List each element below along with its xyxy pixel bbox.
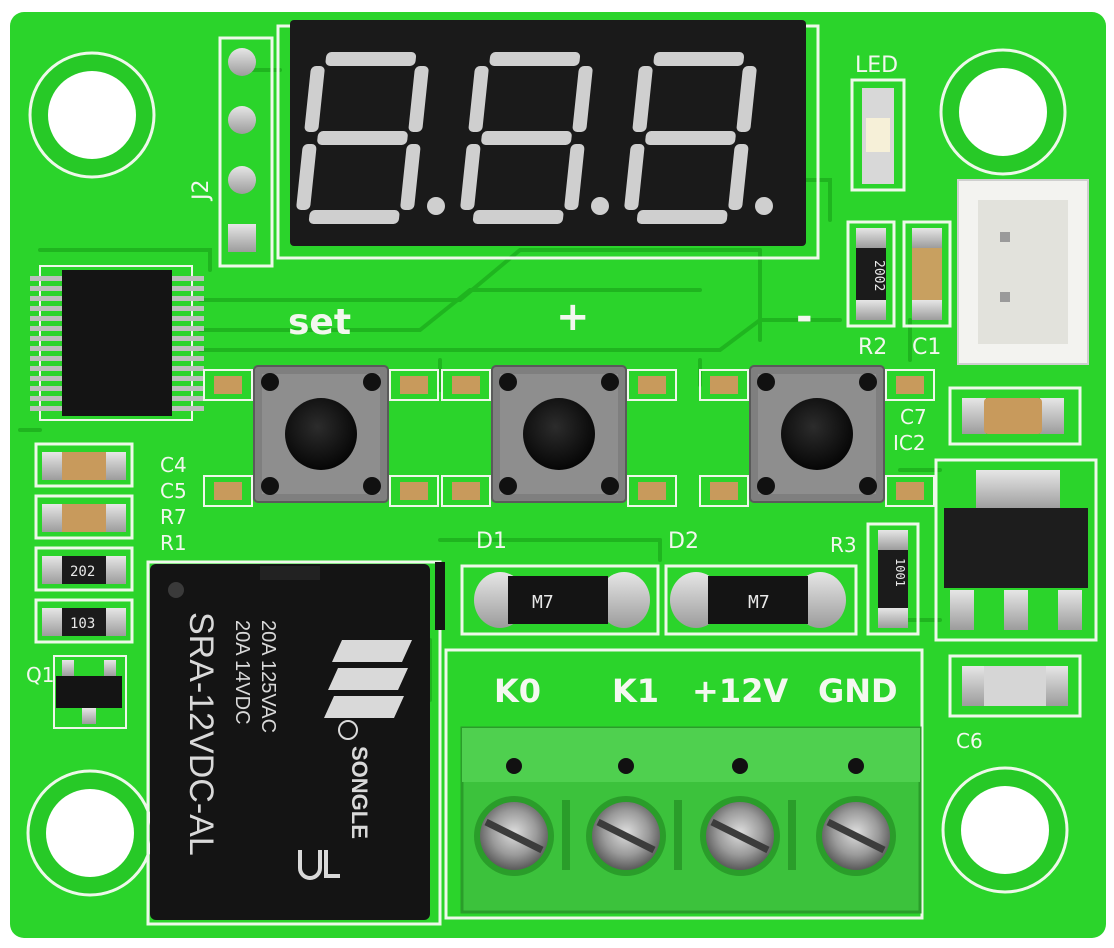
display-decimal-point xyxy=(591,197,609,215)
display-segment xyxy=(572,66,593,132)
terminal-12v[interactable] xyxy=(700,758,796,876)
diode-d2: M7 xyxy=(664,564,858,636)
display-segment xyxy=(468,66,489,132)
button-cap[interactable] xyxy=(523,398,595,470)
mounting-hole-top-left xyxy=(28,51,156,179)
led-label: LED xyxy=(855,53,898,78)
voltage-regulator xyxy=(934,458,1098,642)
relay-rating-ac: 20A 125VAC xyxy=(257,620,279,733)
capacitor-c1: C1 xyxy=(902,220,952,360)
display-segment xyxy=(636,210,728,224)
display-segment xyxy=(632,66,653,132)
mounting-hole-bottom-right xyxy=(941,766,1069,894)
display-segment xyxy=(564,144,585,210)
status-led: LED xyxy=(850,53,906,192)
diode-d1: M7 xyxy=(460,564,660,636)
svg-text:IC2: IC2 xyxy=(893,431,926,455)
transistor-q1: Q1 xyxy=(26,655,127,729)
display-segment xyxy=(400,144,421,210)
ul-mark-icon xyxy=(298,850,340,880)
svg-text:R2: R2 xyxy=(858,335,887,360)
mounting-hole-bottom-left xyxy=(26,769,154,897)
display-digits xyxy=(296,52,773,224)
resistor-r3: R3 1001 xyxy=(830,522,920,636)
display-segment xyxy=(296,144,317,210)
svg-text:M7: M7 xyxy=(532,592,554,613)
display-segment xyxy=(325,52,417,66)
mounting-hole-top-right xyxy=(939,48,1067,176)
display-segment xyxy=(481,131,572,145)
display-segment xyxy=(489,52,581,66)
svg-text:C7: C7 xyxy=(900,405,927,429)
songle-logo xyxy=(324,640,412,718)
svg-text:Q1: Q1 xyxy=(26,663,54,687)
svg-text:M7: M7 xyxy=(748,592,770,613)
svg-text:C6: C6 xyxy=(956,729,983,753)
ic-chip xyxy=(30,265,204,421)
svg-text:R3: R3 xyxy=(830,533,857,557)
left-passives: 202 103 C4 C5 R7 R1 xyxy=(34,442,187,644)
terminal-k0[interactable] xyxy=(474,758,570,876)
display-segment xyxy=(653,52,745,66)
svg-text:R1: R1 xyxy=(160,531,187,555)
sensor-connector xyxy=(957,179,1089,365)
resistor-r2: 2002 R2 xyxy=(846,220,896,360)
terminal-label-gnd: GND xyxy=(818,672,898,710)
terminal-label-12v: +12V xyxy=(692,672,788,710)
terminal-labels: K0 K1 +12V GND xyxy=(494,672,898,710)
svg-text:1001: 1001 xyxy=(893,558,907,587)
button-cap[interactable] xyxy=(781,398,853,470)
plus-button-label: + xyxy=(556,294,590,340)
terminal-block xyxy=(444,648,924,920)
display-segment xyxy=(308,210,400,224)
display-segment xyxy=(472,210,564,224)
relay-brand: SONGLE xyxy=(347,746,372,839)
relay-rating-dc: 20A 14VDC xyxy=(231,620,253,725)
header-label: J2 xyxy=(189,180,214,203)
plus-button[interactable] xyxy=(441,365,677,507)
terminal-label-k1: K1 xyxy=(612,672,659,710)
terminal-gnd[interactable] xyxy=(816,758,896,876)
display-segment xyxy=(408,66,429,132)
capacitor-right xyxy=(948,386,1082,446)
relay: SRA-12VDC-AL 20A 14VDC 20A 125VAC SONGLE xyxy=(150,564,430,920)
display-segment xyxy=(317,131,408,145)
pin-header-j2: J2 xyxy=(189,36,274,268)
minus-button[interactable] xyxy=(699,365,935,507)
seven-segment-display xyxy=(276,20,820,260)
tactile-buttons xyxy=(203,365,935,507)
svg-text:202: 202 xyxy=(70,564,95,580)
svg-text:D2: D2 xyxy=(668,529,699,554)
terminal-label-k0: K0 xyxy=(494,672,541,710)
svg-text:D1: D1 xyxy=(476,529,507,554)
svg-text:103: 103 xyxy=(70,616,95,632)
svg-text:R7: R7 xyxy=(160,505,187,529)
display-digit xyxy=(296,52,445,224)
display-segment xyxy=(304,66,325,132)
relay-model: SRA-12VDC-AL xyxy=(182,612,220,856)
set-button[interactable] xyxy=(203,365,439,507)
display-digit xyxy=(624,52,773,224)
display-segment xyxy=(460,144,481,210)
minus-button-label: - xyxy=(796,294,813,340)
capacitor-c6: C6 xyxy=(948,654,1082,753)
set-button-label: set xyxy=(288,302,351,343)
svg-text:C5: C5 xyxy=(160,479,187,503)
display-segment xyxy=(645,131,736,145)
display-decimal-point xyxy=(427,197,445,215)
display-decimal-point xyxy=(755,197,773,215)
display-digit xyxy=(460,52,609,224)
display-segment xyxy=(624,144,645,210)
display-segment xyxy=(736,66,757,132)
display-segment xyxy=(728,144,749,210)
svg-text:2002: 2002 xyxy=(871,260,886,291)
button-cap[interactable] xyxy=(285,398,357,470)
svg-text:C4: C4 xyxy=(160,453,187,477)
terminal-k1[interactable] xyxy=(586,758,682,876)
svg-text:C1: C1 xyxy=(912,335,941,360)
